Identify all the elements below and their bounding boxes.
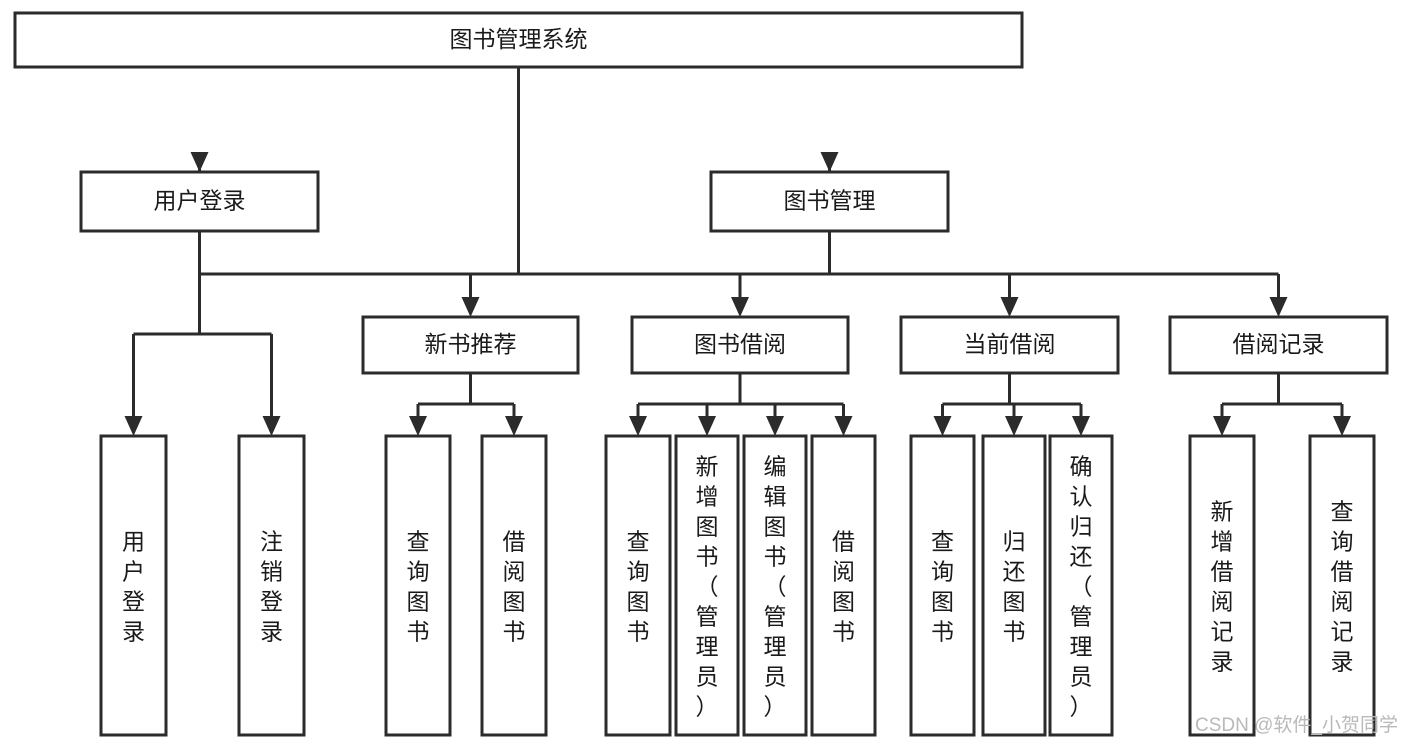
node-label: 查询图书 [627, 529, 650, 645]
node-box[interactable] [1308, 434, 1376, 737]
node-leaf-query-book-current[interactable]: 查询图书 [909, 434, 976, 737]
arrow-head-icon [124, 416, 143, 436]
arrow-head-icon [1000, 297, 1019, 317]
arrow-head-icon [262, 416, 281, 436]
arrow-head-icon [190, 152, 209, 172]
node-box[interactable] [630, 315, 850, 375]
node-box[interactable] [384, 434, 452, 737]
node-borrow-record[interactable]: 借阅记录 [1168, 315, 1389, 375]
node-box[interactable] [237, 434, 306, 737]
node-label: 新增图书（管理员） [696, 454, 719, 720]
node-label: 图书管理系统 [450, 26, 588, 52]
node-label: 当前借阅 [964, 331, 1056, 357]
node-leaf-query-book-borrow[interactable]: 查询图书 [604, 434, 672, 737]
node-box[interactable] [604, 434, 672, 737]
arrow-head-icon [698, 416, 716, 436]
node-leaf-user-login[interactable]: 用户登录 [99, 434, 168, 737]
node-current-borrow[interactable]: 当前借阅 [899, 315, 1120, 375]
node-label: 归还图书 [1003, 529, 1026, 645]
arrow-head-icon [1072, 416, 1090, 436]
node-book-management[interactable]: 图书管理 [709, 170, 950, 233]
node-label: 确认归还（管理员） [1070, 454, 1093, 720]
node-label: 借阅图书 [832, 529, 855, 645]
node-label: 图书管理 [784, 188, 876, 214]
arrow-head-icon [1005, 416, 1023, 436]
node-leaf-return-book[interactable]: 归还图书 [981, 434, 1047, 737]
node-box[interactable] [1188, 434, 1256, 737]
node-label: 查询图书 [931, 529, 954, 645]
arrow-head-icon [834, 416, 853, 436]
arrow-head-icon [629, 416, 647, 436]
node-label: 借阅记录 [1233, 331, 1325, 357]
node-box[interactable] [1048, 434, 1114, 737]
node-box[interactable] [899, 315, 1120, 375]
node-book-borrow[interactable]: 图书借阅 [630, 315, 850, 375]
csdn-watermark: CSDN @软件_小贺同学 [1195, 714, 1398, 736]
node-box[interactable] [709, 170, 950, 233]
node-label: 新增借阅记录 [1211, 499, 1234, 675]
node-new-book-recommend[interactable]: 新书推荐 [361, 315, 580, 375]
node-box[interactable] [1168, 315, 1389, 375]
arrow-head-icon [933, 416, 952, 436]
node-box[interactable] [810, 434, 877, 737]
node-label: 查询图书 [407, 529, 430, 645]
node-leaf-edit-book[interactable]: 编辑图书（管理员） [742, 434, 808, 737]
node-box[interactable] [79, 170, 320, 233]
node-box[interactable] [480, 434, 548, 737]
node-leaf-query-borrow-record[interactable]: 查询借阅记录 [1308, 434, 1376, 737]
node-leaf-borrow-book-recommend[interactable]: 借阅图书 [480, 434, 548, 737]
node-leaf-user-logout[interactable]: 注销登录 [237, 434, 306, 737]
node-leaf-confirm-return[interactable]: 确认归还（管理员） [1048, 434, 1114, 737]
node-label: 用户登录 [122, 529, 145, 645]
node-leaf-add-borrow-record[interactable]: 新增借阅记录 [1188, 434, 1256, 737]
node-label: 新书推荐 [425, 331, 517, 357]
arrow-head-icon [1333, 416, 1351, 436]
node-box[interactable] [742, 434, 808, 737]
arrow-head-icon [1213, 416, 1231, 436]
node-box[interactable] [13, 11, 1024, 69]
node-leaf-borrow-book[interactable]: 借阅图书 [810, 434, 877, 737]
node-box[interactable] [674, 434, 740, 737]
arrow-head-icon [409, 416, 427, 436]
node-box[interactable] [99, 434, 168, 737]
node-label: 编辑图书（管理员） [764, 454, 787, 720]
node-label: 查询借阅记录 [1331, 499, 1354, 675]
node-label: 用户登录 [154, 188, 246, 214]
node-label: 图书借阅 [694, 331, 786, 357]
node-root[interactable]: 图书管理系统 [13, 11, 1024, 69]
node-box[interactable] [909, 434, 976, 737]
arrow-head-icon [505, 416, 523, 436]
node-user-login[interactable]: 用户登录 [79, 170, 320, 233]
arrow-head-icon [1269, 297, 1288, 317]
arrow-head-icon [461, 297, 480, 317]
arrow-head-icon [820, 152, 839, 172]
node-leaf-query-book-recommend[interactable]: 查询图书 [384, 434, 452, 737]
node-label: 借阅图书 [503, 529, 526, 645]
node-leaf-add-book[interactable]: 新增图书（管理员） [674, 434, 740, 737]
arrow-head-icon [766, 416, 784, 436]
node-label: 注销登录 [260, 529, 283, 645]
arrow-head-icon [731, 297, 749, 317]
nodes-layer: 图书管理系统用户登录图书管理新书推荐图书借阅当前借阅借阅记录用户登录注销登录查询… [13, 11, 1389, 737]
node-box[interactable] [981, 434, 1047, 737]
node-box[interactable] [361, 315, 580, 375]
edges-layer [124, 67, 1351, 436]
